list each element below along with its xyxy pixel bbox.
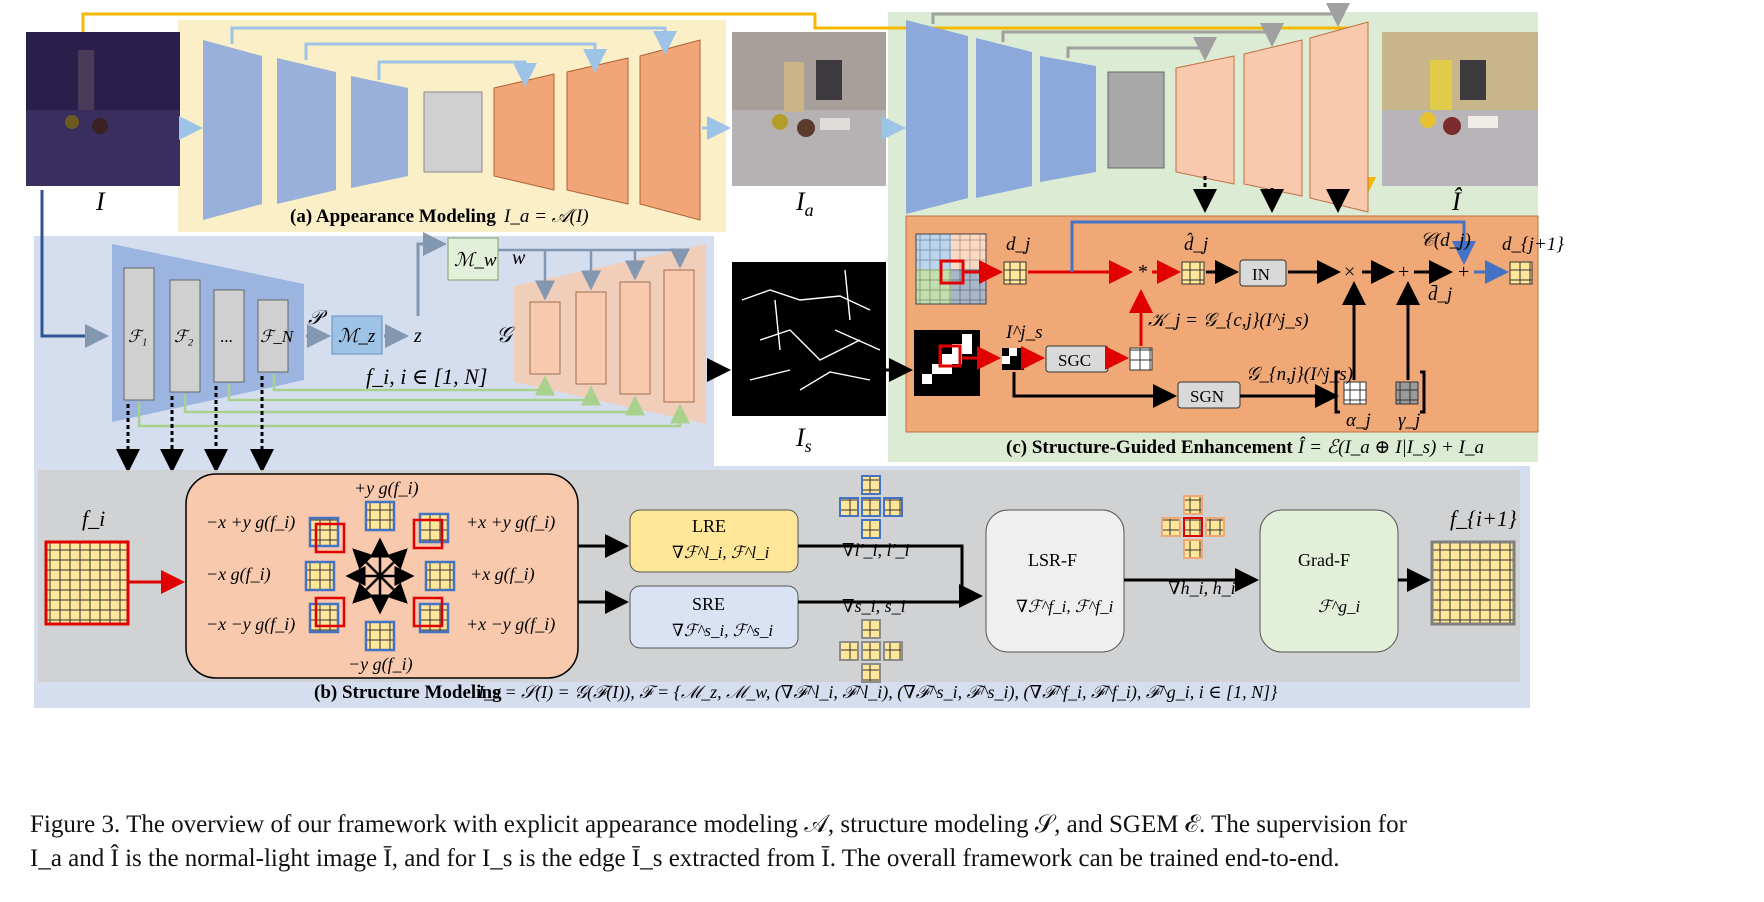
output-label: Î xyxy=(1451,187,1463,216)
dir-down: −y g(f_i) xyxy=(348,654,413,675)
s-out-label: ∇s_i, s_i xyxy=(842,596,906,616)
sgc-label: SGC xyxy=(1058,351,1091,370)
sgem-panel: * IN × + + SGC SG xyxy=(905,215,1564,433)
enhance-equation: Î = ℰ(I_a ⊕ I|I_s) + I_a xyxy=(1297,436,1484,458)
structure-equation: I_s = 𝒮(I) = 𝒢(ℱ(I)), ℱ = {ℳ_z, ℳ_w, (∇ℱ… xyxy=(477,682,1278,703)
gradf-block xyxy=(1259,509,1399,653)
mw-label: ℳ_w xyxy=(454,250,497,271)
structure-detail: f_i +y g(f_i) xyxy=(38,470,1520,683)
lre-block xyxy=(629,509,799,573)
feature-2: ℱ₂ xyxy=(174,327,193,346)
mz-block xyxy=(331,315,383,355)
enhance-network xyxy=(882,3,1369,214)
enhance-title: (c) Structure-Guided Enhancement xyxy=(1006,437,1293,458)
sgem-op-times: × xyxy=(1344,261,1355,283)
appearance-title: (a) Appearance Modeling xyxy=(290,206,496,227)
z-label: z xyxy=(413,325,422,347)
dir-downright: +x −y g(f_i) xyxy=(466,614,555,635)
alpha-label: α_j xyxy=(1346,410,1371,431)
gnj-label: 𝒢_{n,j}(I^j_s) xyxy=(1246,364,1353,385)
cdj-label: 𝒞(d_j) xyxy=(1420,230,1471,251)
edge-image xyxy=(732,262,886,416)
l-out-label: ∇l′_i, l′_i xyxy=(842,540,909,560)
sre-title: SRE xyxy=(692,594,725,614)
dir-left: −x g(f_i) xyxy=(206,564,271,585)
input-image xyxy=(26,32,180,186)
sre-block xyxy=(629,585,799,649)
feature-1: ℱ₁ xyxy=(128,327,147,346)
sgn-label: SGN xyxy=(1190,387,1224,406)
mz-label: ℳ_z xyxy=(338,326,376,347)
gradf-sub: ℱ^g_i xyxy=(1318,597,1361,616)
fi-label: f_i xyxy=(82,506,105,531)
dir-right: +x g(f_i) xyxy=(470,564,535,585)
sre-sub: ∇ℱ^s_i, ℱ^s_i xyxy=(672,621,773,640)
feature-dots: ... xyxy=(220,327,233,346)
appearance-network xyxy=(179,26,731,221)
gradf-title: Grad-F xyxy=(1298,550,1350,570)
in-block xyxy=(1239,259,1287,287)
dir-up: +y g(f_i) xyxy=(354,478,419,499)
kj-label: 𝒦_j = 𝒢_{c,j}(I^j_s) xyxy=(1148,310,1309,331)
lre-title: LRE xyxy=(692,516,726,536)
in-label: IN xyxy=(1252,265,1270,284)
enhanced-image xyxy=(1382,32,1538,186)
sgem-op-plus2: + xyxy=(1458,261,1469,283)
lre-sub: ∇ℱ^l_i, ℱ^l_i xyxy=(672,543,770,562)
dir-upleft: −x +y g(f_i) xyxy=(206,512,295,533)
figure-caption: Figure 3. The overview of our framework … xyxy=(30,808,1740,876)
appearance-image xyxy=(732,32,886,186)
mw-block xyxy=(447,237,499,281)
dhat-label: d̂_j xyxy=(1184,233,1208,255)
appearance-equation: I_a = 𝒜(I) xyxy=(503,206,589,227)
lsrf-block xyxy=(985,509,1125,653)
sgem-op-plus1: + xyxy=(1398,261,1409,283)
dir-downleft: −x −y g(f_i) xyxy=(206,614,295,635)
gamma-label: γ_j xyxy=(1398,410,1420,431)
h-out-label: ∇h_i, h_i xyxy=(1168,578,1236,598)
dj-label: d_j xyxy=(1006,234,1030,255)
input-label: I xyxy=(95,187,106,216)
fi-range-label: f_i, i ∈ [1, N] xyxy=(366,364,487,389)
fi1-label: f_{i+1} xyxy=(1450,506,1517,531)
sgem-op-star: * xyxy=(1138,261,1148,283)
feature-n: ℱ_N xyxy=(260,327,295,346)
structure-title: (b) Structure Modeling xyxy=(314,682,502,703)
caption-line-2: I_a and Î is the normal-light image Ī, a… xyxy=(30,845,1340,872)
structure-network: ℱ₁ ℱ₂ ... ℱ_N 𝒫 ℳ_z z ℳ_w w 𝒢 f_i, i ∈ [… xyxy=(40,190,913,473)
dj1-label: d_{j+1} xyxy=(1502,234,1564,255)
isj-label: I^j_s xyxy=(1005,322,1043,343)
appearance-image-label: Ia xyxy=(795,187,814,220)
g-label: 𝒢 xyxy=(496,322,515,347)
lsrf-sub: ∇ℱ^f_i, ℱ^f_i xyxy=(1016,597,1114,616)
structure-image-label: Is xyxy=(795,423,812,456)
lsrf-title: LSR-F xyxy=(1028,550,1077,570)
caption-line-1: Figure 3. The overview of our framework … xyxy=(30,811,1407,838)
w-label: w xyxy=(512,247,526,269)
dir-upright: +x +y g(f_i) xyxy=(466,512,555,533)
dbar-label: d̄_j xyxy=(1428,284,1452,305)
